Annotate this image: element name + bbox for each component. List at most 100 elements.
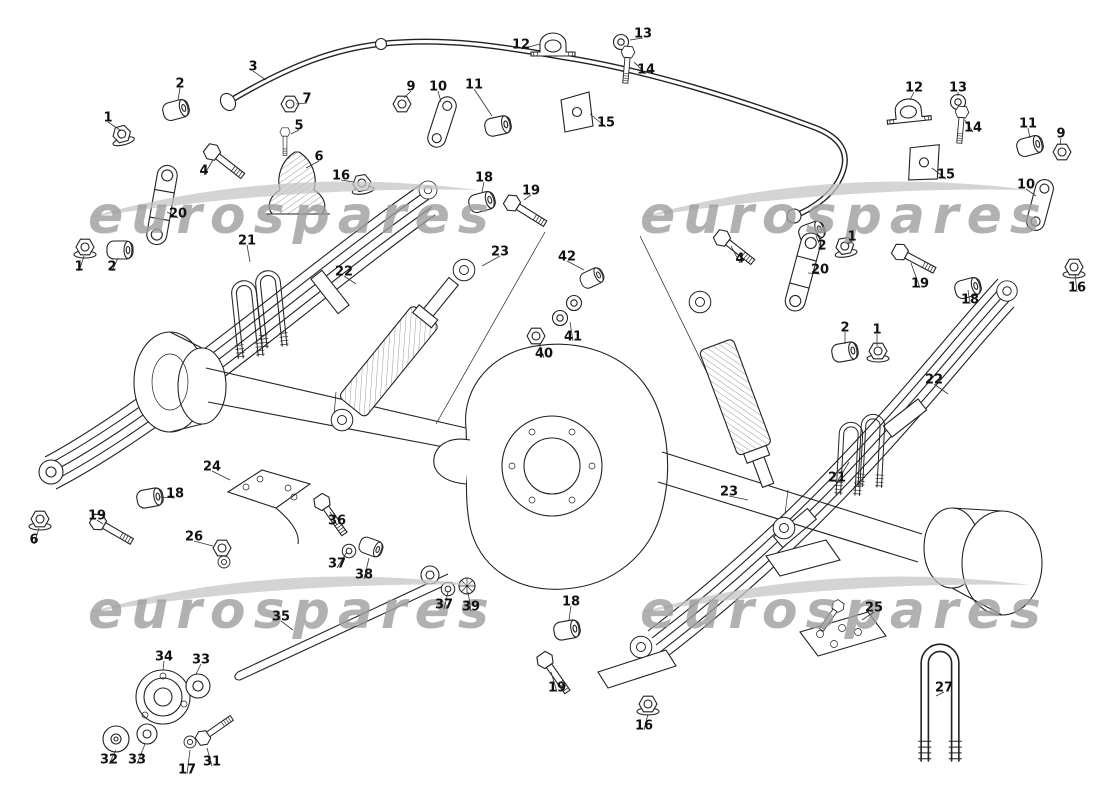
- part-leader-18: [481, 181, 485, 193]
- nut-part-1: [867, 343, 889, 362]
- part-label-36: 36: [328, 514, 346, 529]
- part-label-26: 26: [185, 530, 203, 545]
- part-leader-22: [343, 275, 357, 285]
- part-label-19: 19: [911, 277, 929, 292]
- part-leader-13: [629, 37, 644, 41]
- part-leader-21: [246, 244, 251, 263]
- part-leader-3: [252, 70, 267, 81]
- part-leader-23: [728, 495, 749, 501]
- part-label-33: 33: [192, 653, 210, 668]
- watermark-swoosh: [86, 181, 478, 218]
- part-label-38: 38: [355, 568, 373, 583]
- part-leader-26: [193, 540, 214, 547]
- bushing-part-18: [135, 486, 165, 510]
- part-leader-9: [403, 90, 412, 99]
- bracket-part-25: [799, 611, 887, 657]
- part-leader-34: [162, 660, 165, 671]
- part-leader-1: [107, 121, 121, 131]
- nut-part-40: [526, 327, 546, 345]
- part-leader-2: [111, 257, 119, 272]
- bushing-part-38: [356, 534, 386, 560]
- watermark-text: eurospares: [88, 186, 497, 246]
- cap-part-33: [185, 673, 211, 699]
- right-spring-rear-eye: [996, 280, 1018, 302]
- part-label-3: 3: [248, 60, 257, 75]
- part-label-10: 10: [429, 80, 447, 95]
- washer-part-17: [183, 735, 197, 749]
- part-label-1: 1: [103, 111, 112, 126]
- shackle-part-10: [424, 93, 460, 151]
- bracket-part-15: [560, 91, 594, 133]
- part-leader-24: [211, 470, 231, 481]
- part-leader-5: [290, 129, 300, 135]
- watermark-swoosh: [638, 181, 1030, 218]
- front-eye-hardware-right-spring: [533, 597, 963, 763]
- axle-differential-drawing: [133, 331, 1043, 616]
- part-label-19: 19: [548, 681, 566, 696]
- nut-part-9: [392, 95, 412, 113]
- part-label-22: 22: [335, 265, 353, 280]
- part-leader-15: [931, 167, 947, 180]
- part-label-4: 4: [199, 164, 208, 179]
- part-label-1: 1: [847, 230, 856, 245]
- part-leader-33: [136, 743, 146, 765]
- part-label-9: 9: [406, 80, 415, 95]
- part-leader-23: [481, 255, 501, 267]
- part-label-12: 12: [905, 81, 923, 96]
- part-leader-15: [589, 113, 607, 128]
- part-leader-16: [643, 713, 649, 731]
- nut-part-9: [1052, 143, 1072, 161]
- part-leader-6: [305, 160, 320, 169]
- part-leader-35: [280, 620, 294, 631]
- part-label-35: 35: [272, 610, 290, 625]
- part-label-7: 7: [302, 92, 311, 107]
- part-leader-12: [909, 91, 915, 101]
- anti-roll-bar-drawing: [219, 37, 848, 224]
- part-label-14: 14: [637, 63, 655, 78]
- stud-part-5: [279, 127, 291, 156]
- part-leader-2: [177, 87, 181, 101]
- watermark-bottom-left: eurospares: [86, 576, 497, 641]
- part-label-21: 21: [828, 471, 846, 486]
- part-leader-11: [473, 88, 493, 117]
- bushing-part-11: [482, 113, 514, 139]
- part-leader-20: [807, 272, 821, 275]
- part-label-37: 37: [328, 557, 346, 572]
- part-leader-19: [550, 671, 558, 693]
- part-label-11: 11: [1019, 117, 1037, 132]
- part-leader-32: [108, 749, 117, 765]
- part-leader-6: [33, 527, 40, 545]
- part-label-40: 40: [535, 347, 553, 362]
- flex-mount-part-34: [135, 669, 191, 725]
- part-leader-40: [538, 343, 545, 359]
- nut-part-26: [212, 539, 232, 557]
- part-leader-22: [933, 383, 949, 395]
- watermark-text: eurospares: [88, 581, 497, 641]
- part-leader-39: [467, 591, 472, 612]
- part-label-20: 20: [811, 263, 829, 278]
- part-leader-16: [340, 179, 355, 183]
- lock-washer-part-39: [458, 577, 476, 595]
- part-label-2: 2: [817, 239, 826, 254]
- part-label-41: 41: [564, 330, 582, 345]
- nut-part-6: [29, 511, 51, 530]
- part-label-11: 11: [465, 78, 483, 93]
- part-label-25: 25: [865, 601, 883, 616]
- part-leader-1: [846, 240, 853, 245]
- nut-part-16: [1063, 259, 1085, 278]
- part-label-33: 33: [128, 753, 146, 768]
- bushing-part-2: [830, 340, 860, 364]
- washer: [217, 555, 231, 569]
- part-leader-19: [96, 519, 104, 525]
- watermark-swoosh: [638, 576, 1030, 613]
- part-leader-18: [159, 496, 176, 499]
- part-label-19: 19: [88, 509, 106, 524]
- u-bolt-part-27: [917, 643, 963, 763]
- part-label-37: 37: [435, 598, 453, 613]
- part-leader-20: [166, 211, 179, 219]
- part-label-17: 17: [178, 763, 196, 778]
- part-label-42: 42: [558, 250, 576, 265]
- disc-part-32: [102, 725, 130, 753]
